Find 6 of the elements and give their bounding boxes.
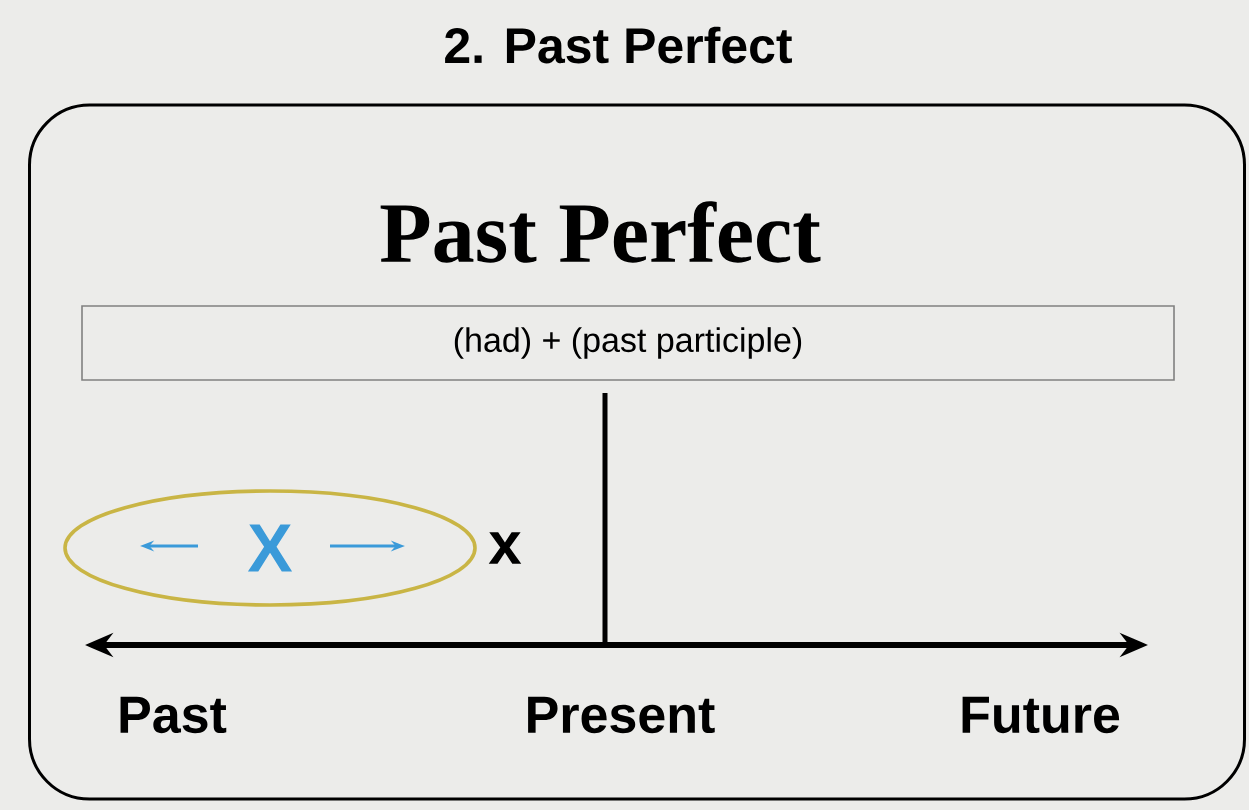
event-mark: x xyxy=(488,532,522,564)
title: 2. Past Perfect xyxy=(445,26,792,64)
timeline-label: Future xyxy=(962,696,1120,734)
timeline-label: Present xyxy=(528,696,715,734)
timeline-label: Past xyxy=(120,696,227,734)
formula-box: (had) + (past participle) xyxy=(81,305,1175,381)
